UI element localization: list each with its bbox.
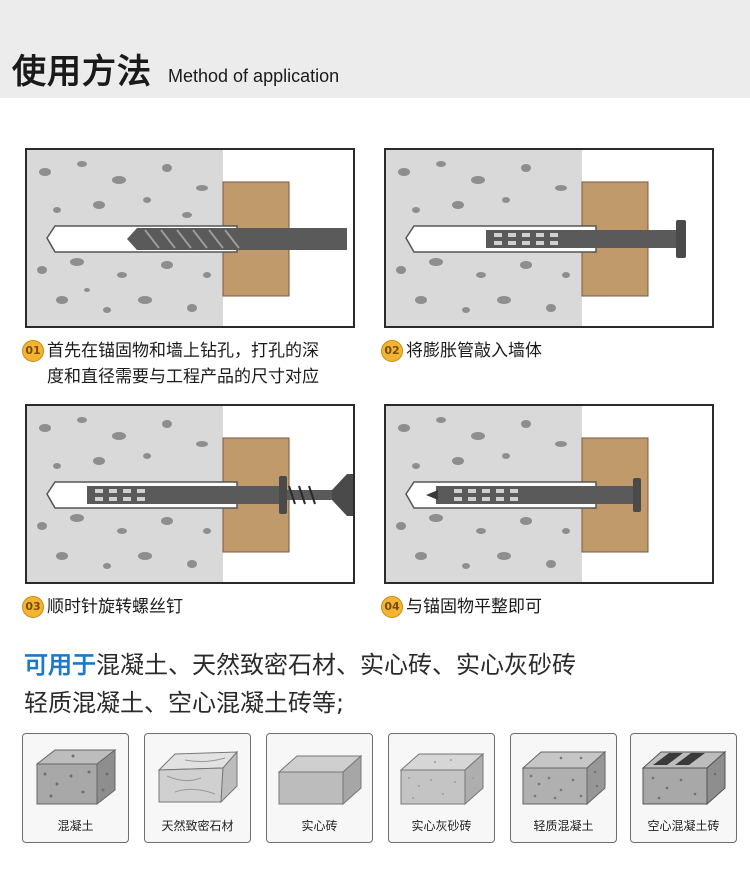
step-1-illustration xyxy=(25,148,355,328)
concrete-block-icon xyxy=(35,748,117,806)
material-card-lightweight-concrete: 轻质混凝土 xyxy=(510,733,617,843)
usage-prefix: 可用于 xyxy=(24,651,96,679)
step-3-illustration xyxy=(25,404,355,584)
step-badge: 02 xyxy=(381,340,403,362)
material-card-sand-lime-brick: 实心灰砂砖 xyxy=(388,733,495,843)
material-label: 天然致密石材 xyxy=(161,819,234,833)
material-label: 轻质混凝土 xyxy=(533,819,594,833)
header-banner: 使用方法 Method of application xyxy=(0,0,750,98)
step-2-illustration xyxy=(384,148,714,328)
step-3-line1: 顺时针旋转螺丝钉 xyxy=(47,597,183,617)
material-label: 混凝土 xyxy=(57,819,94,833)
sand-lime-brick-icon xyxy=(399,752,485,806)
usage-line1: 混凝土、天然致密石材、实心砖、实心灰砂砖 xyxy=(96,651,576,679)
drill-bit-icon xyxy=(27,150,347,326)
section-title: 使用方法 xyxy=(12,52,152,92)
step-badge: 04 xyxy=(381,596,403,618)
natural-stone-icon xyxy=(157,750,239,804)
section-subtitle: Method of application xyxy=(168,66,340,86)
step-1-line1: 首先在锚固物和墙上钻孔，打孔的深 xyxy=(47,341,319,361)
hollow-block-icon xyxy=(641,750,727,806)
flush-anchor-icon xyxy=(386,406,649,582)
step-4-illustration xyxy=(384,404,714,584)
step-1-line2: 度和直径需要与工程产品的尺寸对应 xyxy=(47,367,319,387)
solid-brick-icon xyxy=(277,754,363,806)
material-card-concrete: 混凝土 xyxy=(22,733,129,843)
material-card-natural-stone: 天然致密石材 xyxy=(144,733,251,843)
step-4-line1: 与锚固物平整即可 xyxy=(406,597,542,617)
step-badge: 01 xyxy=(22,340,44,362)
lightweight-concrete-icon xyxy=(521,750,607,806)
step-badge: 03 xyxy=(22,596,44,618)
material-card-hollow-block: 空心混凝土砖 xyxy=(630,733,737,843)
material-label: 实心灰砂砖 xyxy=(411,819,472,833)
plug-insertion-icon xyxy=(386,150,686,326)
step-2-line1: 将膨胀管敲入墙体 xyxy=(406,341,542,361)
material-label: 空心混凝土砖 xyxy=(647,819,720,833)
material-card-solid-brick: 实心砖 xyxy=(266,733,373,843)
usage-line2: 轻质混凝土、空心混凝土砖等; xyxy=(24,689,345,717)
material-label: 实心砖 xyxy=(301,819,338,833)
screw-icon xyxy=(27,406,353,582)
usage-text: 可用于混凝土、天然致密石材、实心砖、实心灰砂砖 轻质混凝土、空心混凝土砖等; xyxy=(24,646,734,722)
